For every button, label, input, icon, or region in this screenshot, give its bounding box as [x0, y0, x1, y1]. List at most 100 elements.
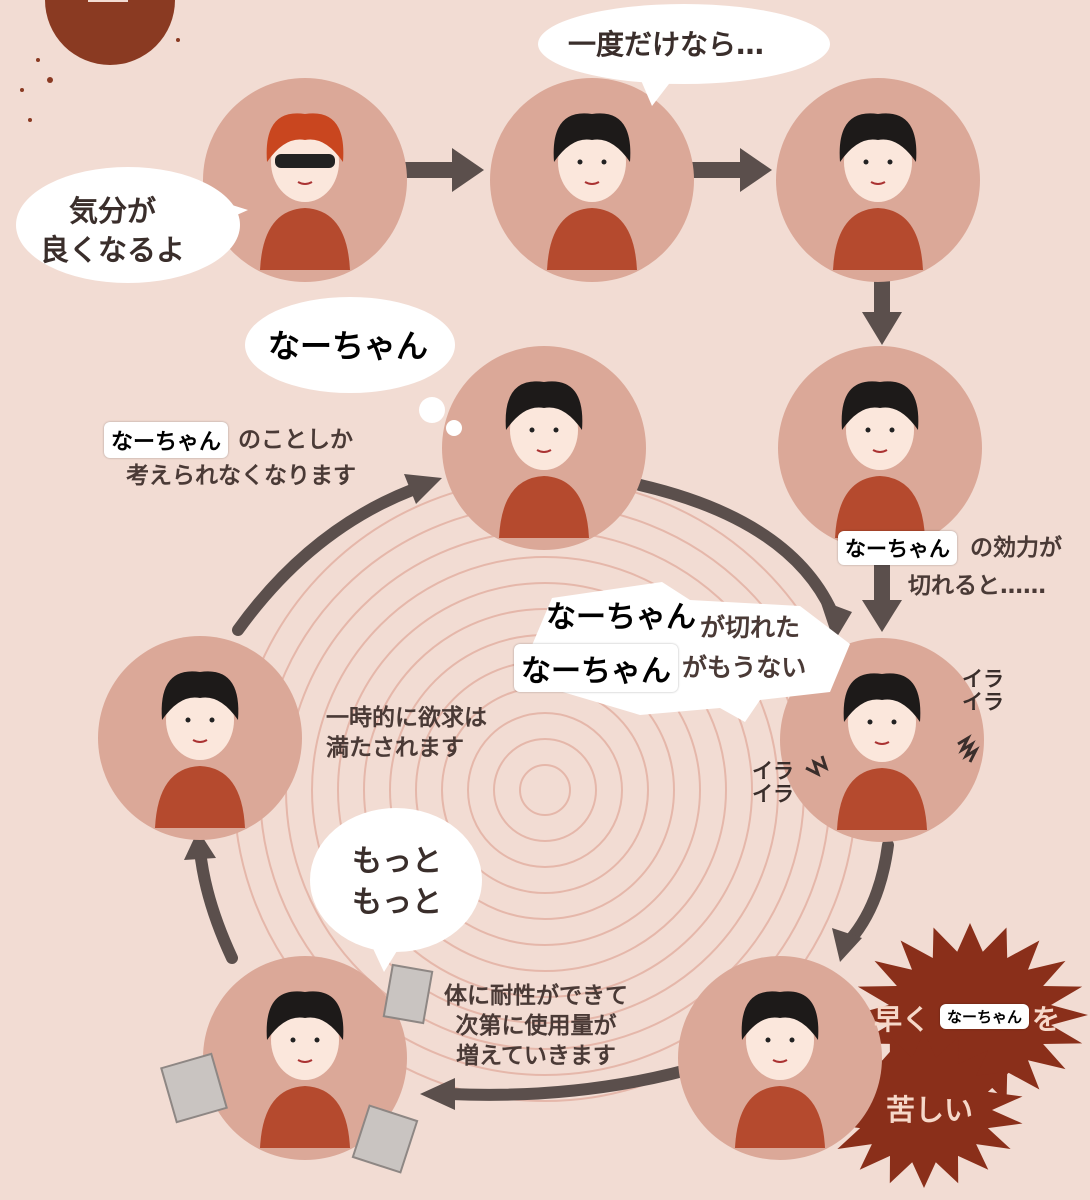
- figure-hair: [841, 381, 919, 430]
- thinking-caption-line1: のことしか: [238, 427, 353, 453]
- figure-hair: [741, 991, 819, 1040]
- bubble-thought-text: なーちゃん: [268, 327, 429, 365]
- figure-eye: [601, 159, 607, 165]
- figure-hair: [505, 381, 583, 430]
- arrow-dealer-to-once: [405, 148, 484, 192]
- figure-hair: [266, 991, 344, 1040]
- person-tolerance: [203, 956, 407, 1160]
- irritation-text-right: イラ イラ: [962, 667, 1004, 715]
- figure-shirt: [260, 208, 350, 270]
- irritation-text-left: イラ イラ: [752, 759, 794, 807]
- thinking-caption-line2: 考えられなくなります: [126, 463, 356, 489]
- bubble-once-text: 一度だけなら…: [568, 28, 765, 61]
- ring: [467, 712, 623, 868]
- figure-eye: [765, 1037, 771, 1043]
- figure-shirt: [833, 208, 923, 270]
- drug-packets: [160, 963, 434, 1174]
- arrow-left-upper: [232, 484, 418, 636]
- person-thinking: [442, 346, 646, 550]
- figure-eye: [209, 717, 215, 723]
- ring: [363, 608, 727, 972]
- ring: [493, 738, 597, 842]
- bubble-out-sticker-2: なーちゃん: [514, 644, 678, 692]
- figure-eye: [887, 159, 893, 165]
- person-once: [490, 78, 694, 282]
- figure-shirt: [835, 476, 925, 538]
- figure-mouth: [584, 181, 600, 185]
- figure-mouth: [874, 741, 890, 745]
- figure-hair: [839, 113, 917, 162]
- effect-sticker: なーちゃん: [838, 531, 957, 565]
- figure-mouth: [870, 181, 886, 185]
- person-satisfied: [98, 636, 302, 840]
- irritation-squiggles: [805, 734, 980, 777]
- figure-eye: [891, 719, 897, 725]
- figure-hair: [843, 673, 921, 722]
- cycle-arrows: [194, 479, 894, 1101]
- figure-eye: [290, 1037, 296, 1043]
- figure-shirt: [837, 768, 927, 830]
- figure-mouth: [297, 1059, 313, 1063]
- bubble-out-text-1: が切れた: [700, 613, 801, 642]
- ring: [519, 764, 571, 816]
- effect-caption-line2: 切れると……: [908, 573, 1046, 599]
- bubble-dealer: [16, 167, 248, 283]
- burst-hurry-sticker: なーちゃん: [940, 1004, 1030, 1029]
- character-circles: [98, 78, 984, 1160]
- figure-sunglasses: [275, 154, 335, 168]
- figure-eye: [314, 1037, 320, 1043]
- person-dealer: [203, 78, 407, 282]
- arrowhead-bottom: [420, 1078, 455, 1110]
- arrowhead-right: [832, 928, 862, 962]
- figure-eye: [529, 427, 535, 433]
- arrow-left-lower: [194, 844, 238, 964]
- figure-eye: [789, 1037, 795, 1043]
- bubble-once: [538, 4, 830, 106]
- bubble-dealer-text: 気分が 良くなるよ: [40, 194, 186, 268]
- cycle-arrowheads: [184, 474, 862, 1110]
- figure-eye: [863, 159, 869, 165]
- arrow-try-to-craving: [862, 280, 902, 345]
- corner-emblem: [20, 0, 180, 122]
- arrowhead-top-right: [820, 600, 852, 642]
- figure-eye: [553, 427, 559, 433]
- arrow-craving-to-withdrawal: [862, 565, 902, 632]
- arrow-right: [844, 839, 894, 946]
- figure-hair: [266, 113, 344, 162]
- figure-eye: [889, 427, 895, 433]
- person-suffering: [678, 956, 882, 1160]
- figure-eye: [577, 159, 583, 165]
- figure-shirt: [735, 1086, 825, 1148]
- ring: [337, 582, 753, 998]
- effect-caption-line1: の効力が: [970, 535, 1062, 561]
- bubble-thought: [245, 297, 462, 436]
- arrow-bottom: [444, 1059, 711, 1101]
- figure-mouth: [872, 449, 888, 453]
- bubble-more: [310, 808, 482, 972]
- person-try: [776, 78, 980, 282]
- burst-pain-text: 苦しい: [886, 1093, 974, 1127]
- figure-mouth: [772, 1059, 788, 1063]
- figure-eye: [867, 719, 873, 725]
- figure-shirt: [260, 1086, 350, 1148]
- arrowhead-left-upper: [404, 474, 442, 504]
- satisfied-caption: 一時的に欲求は 満たされます: [326, 705, 487, 761]
- straight-arrows: [405, 148, 902, 632]
- burst-hurry-text-1: 早く: [874, 1003, 931, 1036]
- burst-hurry-text-2: を: [1032, 1003, 1061, 1036]
- person-craving: [778, 346, 982, 550]
- bubble-out-sticker-1: なーちゃん: [546, 600, 696, 635]
- figure-eye: [865, 427, 871, 433]
- figure-shirt: [155, 766, 245, 828]
- figure-eye: [185, 717, 191, 723]
- ring: [311, 556, 779, 1024]
- tolerance-caption: 体に耐性ができて 次第に使用量が 増えていきます: [444, 983, 628, 1069]
- figure-hair: [161, 671, 239, 720]
- bubble-out-text-2: がもうない: [682, 653, 807, 682]
- bubble-more-text: もっと もっと: [352, 844, 442, 920]
- figure-shirt: [547, 208, 637, 270]
- figure-shirt: [499, 476, 589, 538]
- figure-mouth: [536, 449, 552, 453]
- thinking-sticker: なーちゃん: [104, 422, 229, 458]
